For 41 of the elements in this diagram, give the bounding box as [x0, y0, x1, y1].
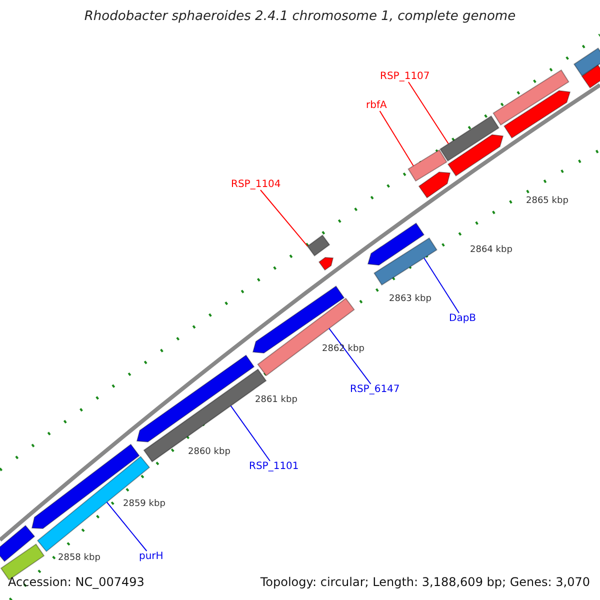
leader-line: [230, 405, 270, 462]
leader-line: [106, 502, 148, 552]
gene-bar: [440, 115, 500, 162]
gene-label: RSP_6147: [350, 384, 400, 395]
tick-label: 2860 kbp: [188, 448, 230, 458]
accession-text: Accession: NC_007493: [8, 576, 144, 590]
gene-bar: [306, 234, 330, 256]
gene-bar: [0, 524, 36, 562]
gene-bar: [36, 456, 150, 552]
tick-label: 2859 kbp: [123, 500, 166, 510]
leader-line: [379, 110, 414, 166]
leader-line: [424, 258, 460, 314]
gene-bar: [374, 237, 438, 286]
tick-label: 2858 kbp: [58, 554, 100, 564]
gene-arrow-shape: [318, 256, 334, 271]
gene-label: RSP_1107: [380, 71, 430, 82]
gene-arrow-shape: [504, 90, 571, 139]
gene-label: purH: [139, 551, 164, 562]
tick-label: 2865 kbp: [526, 197, 568, 207]
gene-arrow-shape: [418, 172, 451, 198]
gene-label: rbfA: [366, 100, 387, 111]
genome-info-text: Topology: circular; Length: 3,188,609 bp; Genes: 3,070: [260, 576, 590, 590]
tick-label: 2861 kbp: [255, 396, 298, 406]
map-title: Rhodobacter sphaeroides 2.4.1 chromosome 1, complete genome: [83, 10, 517, 24]
gene-bar: [573, 48, 600, 76]
leader-line: [328, 328, 372, 384]
gene-arrow-shape: [367, 222, 425, 266]
gene-bar: [581, 64, 600, 88]
leader-line: [260, 190, 308, 247]
gene-label: DapB: [449, 313, 476, 324]
gene-label: RSP_1104: [231, 179, 281, 190]
gene-bar: [492, 69, 570, 126]
gene-arrow-shape: [252, 286, 345, 354]
tick-label: 2863 kbp: [389, 295, 432, 305]
gene-bar: [408, 149, 448, 182]
gene-arrow-shape: [136, 354, 255, 442]
gene-label: RSP_1101: [249, 461, 299, 472]
gene-arrow-shape: [447, 134, 504, 176]
tick-label: 2862 kbp: [322, 345, 364, 355]
tick-label: 2864 kbp: [470, 246, 512, 256]
leader-line: [408, 82, 449, 144]
